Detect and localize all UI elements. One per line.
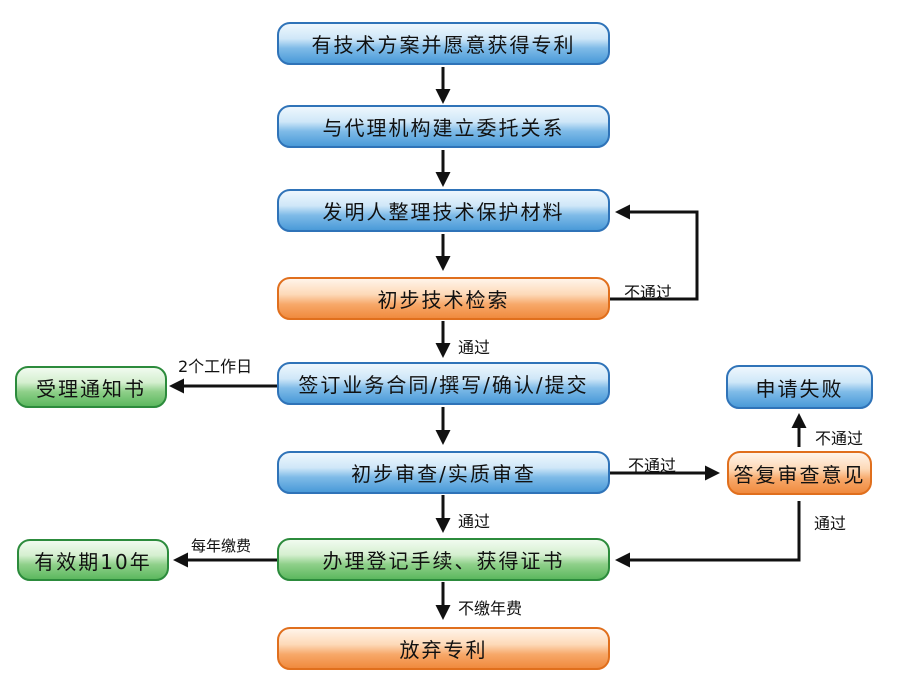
label-search-pass: 通过 — [458, 338, 491, 357]
label-exam-pass: 通过 — [458, 512, 491, 531]
arrow-n8-n10 — [615, 501, 801, 568]
label-no-fee: 不缴年费 — [458, 599, 523, 618]
label-search-fail: 不通过 — [624, 283, 673, 302]
node-valid-10-years: 有效期10年 — [17, 539, 169, 581]
label-annual-fee: 每年缴费 — [191, 537, 252, 555]
node-application-failed: 申请失败 — [726, 365, 873, 409]
node-technical-solution: 有技术方案并愿意获得专利 — [277, 22, 610, 65]
label-reply-pass: 通过 — [814, 514, 847, 533]
node-acceptance-notice: 受理通知书 — [15, 366, 167, 408]
arrow-n4-n3-loop — [610, 204, 699, 301]
node-register-certificate: 办理登记手续、获得证书 — [277, 538, 610, 581]
label-exam-fail: 不通过 — [628, 456, 677, 475]
node-prepare-materials: 发明人整理技术保护材料 — [277, 189, 610, 232]
node-agency-entrust: 与代理机构建立委托关系 — [277, 105, 610, 148]
node-sign-contract: 签订业务合同/撰写/确认/提交 — [277, 362, 610, 405]
node-preliminary-search: 初步技术检索 — [277, 277, 610, 320]
node-reply-opinion: 答复审查意见 — [727, 451, 872, 495]
label-two-workdays: 2个工作日 — [178, 357, 253, 376]
node-abandon-patent: 放弃专利 — [277, 627, 610, 670]
label-reply-fail: 不通过 — [815, 429, 864, 448]
node-examination: 初步审查/实质审查 — [277, 451, 610, 494]
